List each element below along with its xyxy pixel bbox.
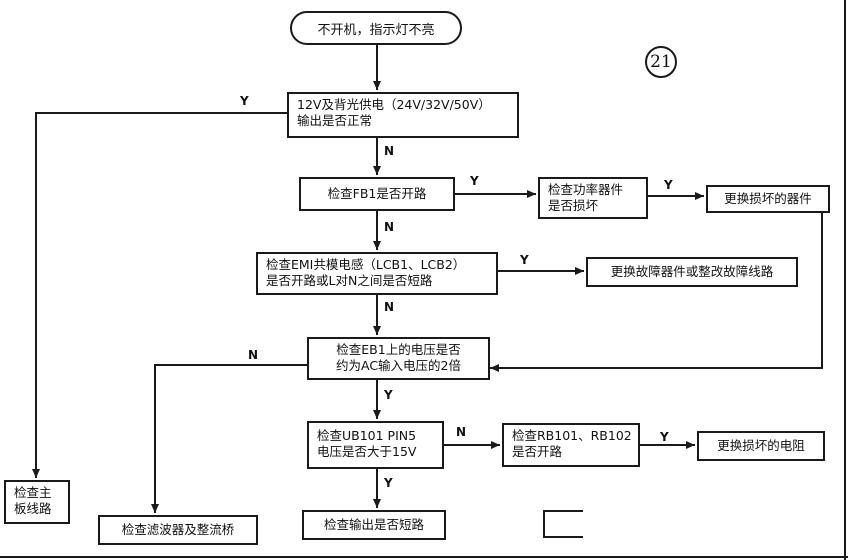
check-power-output-line2: 输出是否正常 [297, 113, 373, 128]
check-eb1-voltage-box: 检查EB1上的电压是否 约为AC输入电压的2倍 [307, 337, 490, 380]
check-ub101-pin5-line2: 电压是否大于15V [317, 444, 417, 459]
check-rb101-rb102-line1: 检查RB101、RB102 [512, 428, 632, 443]
arrow-device-loop [490, 210, 823, 372]
label-eb1-yes: Y [384, 388, 393, 402]
figure-number-badge: 21 [645, 46, 677, 78]
label-emi-yes: Y [520, 253, 529, 267]
label-device-yes: Y [664, 178, 673, 192]
check-fb1-text: 检查FB1是否开路 [327, 186, 427, 201]
label-emi-no: N [384, 300, 395, 314]
check-rb101-rb102-line2: 是否开路 [512, 444, 563, 459]
arrow-power-yes [32, 112, 287, 478]
label-power-yes: Y [240, 94, 249, 108]
check-ub101-pin5-line1: 检查UB101 PIN5 [317, 428, 417, 443]
arrow-eb1-no [151, 364, 307, 513]
check-mainboard-line2: 板线路 [14, 501, 52, 516]
check-eb1-voltage-line1: 检查EB1上的电压是否 [336, 342, 461, 357]
check-power-output-box: 12V及背光供电（24V/32V/50V） 输出是否正常 [287, 92, 519, 138]
replace-faulty-component-box: 更换故障器件或整改故障线路 [586, 257, 798, 287]
label-rb-yes: Y [660, 430, 669, 444]
check-rb101-rb102-box: 检查RB101、RB102 是否开路 [502, 423, 640, 467]
page-border-right [844, 0, 846, 560]
check-fb1-box: 检查FB1是否开路 [299, 177, 455, 211]
page-border-bottom [0, 556, 848, 558]
check-filter-rectifier-box: 检查滤波器及整流桥 [98, 515, 258, 545]
check-power-device-line2: 是否损坏 [548, 198, 599, 213]
check-filter-rectifier-text: 检查滤波器及整流桥 [121, 522, 235, 537]
check-emi-inductor-line2: 是否开路或L对N之间是否短路 [266, 273, 433, 288]
label-ub101-no: N [456, 425, 467, 439]
replace-device-box: 更换损坏的器件 [706, 185, 830, 213]
replace-resistor-text: 更换损坏的电阻 [717, 438, 805, 453]
check-emi-inductor-box: 检查EMI共模电感（LCB1、LCB2） 是否开路或L对N之间是否短路 [256, 252, 498, 295]
label-ub101-yes: Y [384, 476, 393, 490]
check-output-short-text: 检查输出是否短路 [323, 517, 424, 532]
check-ub101-pin5-box: 检查UB101 PIN5 电压是否大于15V [307, 421, 444, 469]
check-power-device-line1: 检查功率器件 [548, 182, 624, 197]
label-power-no: N [384, 144, 395, 158]
replace-faulty-component-text: 更换故障器件或整改故障线路 [610, 264, 774, 279]
label-fb1-no: N [384, 220, 395, 234]
label-eb1-no: N [248, 348, 259, 362]
start-terminal: 不开机，指示灯不亮 [290, 11, 462, 45]
check-emi-inductor-line1: 检查EMI共模电感（LCB1、LCB2） [266, 257, 466, 272]
check-mainboard-box: 检查主 板线路 [4, 480, 70, 524]
check-power-device-box: 检查功率器件 是否损坏 [538, 177, 648, 219]
replace-resistor-box: 更换损坏的电阻 [697, 431, 825, 461]
check-mainboard-line1: 检查主 [14, 485, 52, 500]
check-power-output-line1: 12V及背光供电（24V/32V/50V） [297, 97, 491, 112]
label-fb1-yes: Y [470, 174, 479, 188]
check-output-short-box: 检查输出是否短路 [302, 510, 446, 540]
cropped-box-fragment [543, 510, 583, 538]
replace-device-text: 更换损坏的器件 [724, 191, 812, 206]
start-terminal-text: 不开机，指示灯不亮 [317, 22, 435, 38]
check-eb1-voltage-line2: 约为AC输入电压的2倍 [335, 358, 461, 373]
